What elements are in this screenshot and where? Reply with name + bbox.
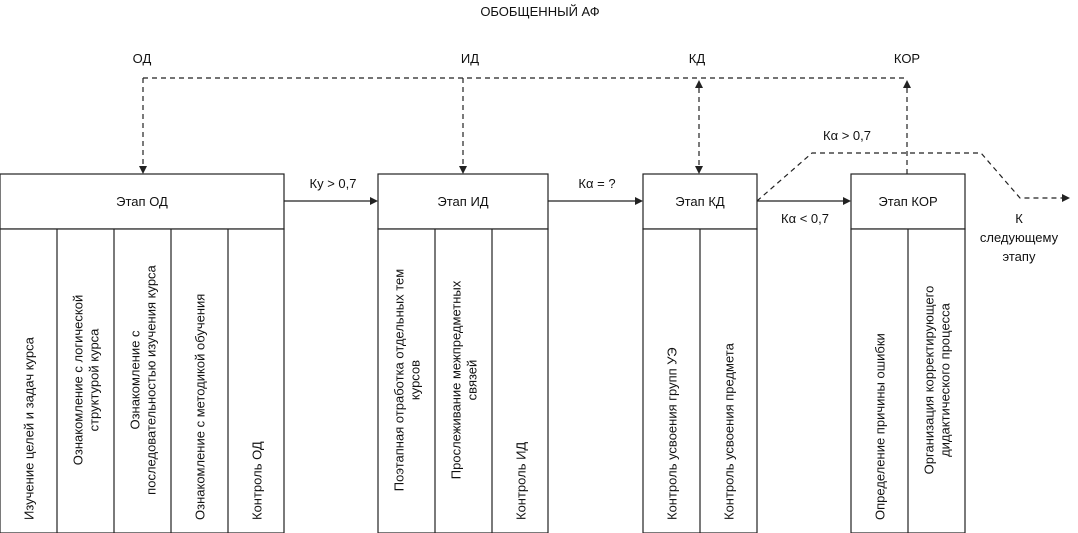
stage-od-column-5-line-1: Контроль ОД bbox=[250, 441, 265, 520]
label-kd: КД bbox=[689, 51, 706, 66]
stage-id-column-1-line-2: курсов bbox=[408, 360, 423, 400]
label-kor: КОР bbox=[894, 51, 920, 66]
kd-arrowhead-up bbox=[695, 80, 703, 88]
stage-od-column-3-line-1: Ознакомление с bbox=[128, 330, 143, 430]
kor-arrowhead-up bbox=[903, 80, 911, 88]
stage-id-column-2-line-1: Прослеживание межпредметных bbox=[449, 280, 464, 479]
stage-od-column-2-line-1: Ознакомление с логической bbox=[71, 295, 86, 466]
stage-od-column-2-line-2: структурой курса bbox=[87, 328, 102, 432]
stage-kor-column-1-line-1: Определение причины ошибки bbox=[873, 333, 888, 520]
stage-kd-column-1-line-1: Контроль усвоения групп УЭ bbox=[665, 347, 680, 520]
stage-id-column-2-line-2: связей bbox=[465, 360, 480, 401]
diagram-title: ОБОБЩЕННЫЙ АФ bbox=[480, 4, 599, 19]
stage-id-column-1-line-1: Поэтапная отработка отдельных тем bbox=[392, 269, 407, 491]
stage-kd-header bbox=[642, 173, 758, 230]
stage-kor-header-label: Этап КОР bbox=[878, 194, 937, 209]
stage-od-column-3-line-2: последовательностью изучения курса bbox=[144, 264, 159, 494]
condition-ka-greater: Кα > 0,7 bbox=[823, 128, 871, 143]
next-stage-line-3: этапу bbox=[1003, 249, 1036, 264]
stage-od-column-4-line-1: Ознакомление с методикой обучения bbox=[193, 294, 208, 520]
bypass-dashed-arrow bbox=[756, 152, 1062, 202]
stage-kor-column-2-line-2: дидактического процесса bbox=[938, 302, 953, 457]
od-arrowhead bbox=[139, 166, 147, 174]
condition-ku: Ку > 0,7 bbox=[310, 176, 357, 191]
condition-ka-less: Кα < 0,7 bbox=[781, 211, 829, 226]
label-od: ОД bbox=[133, 51, 152, 66]
stage-id-header-label: Этап ИД bbox=[437, 194, 488, 209]
stage-kd-header-label: Этап КД bbox=[675, 194, 725, 209]
stage-id-body bbox=[377, 228, 549, 533]
stage-kd-column-2-line-1: Контроль усвоения предмета bbox=[722, 342, 737, 520]
stage-od-body bbox=[0, 228, 285, 533]
label-id: ИД bbox=[461, 51, 479, 66]
kd-arrowhead-down bbox=[695, 166, 703, 174]
id-arrowhead bbox=[459, 166, 467, 174]
next-stage-line-2: следующему bbox=[980, 230, 1059, 245]
stage-od-column-1-line-1: Изучение целей и задач курса bbox=[22, 336, 37, 520]
next-stage-line-1: К bbox=[1015, 211, 1023, 226]
condition-ka-question: Кα = ? bbox=[578, 176, 615, 191]
stage-kor-column-2-line-1: Организация корректирующего bbox=[922, 286, 937, 475]
stage-id-column-3-line-1: Контроль ИД bbox=[514, 442, 529, 520]
stage-od-header-label: Этап ОД bbox=[116, 194, 168, 209]
